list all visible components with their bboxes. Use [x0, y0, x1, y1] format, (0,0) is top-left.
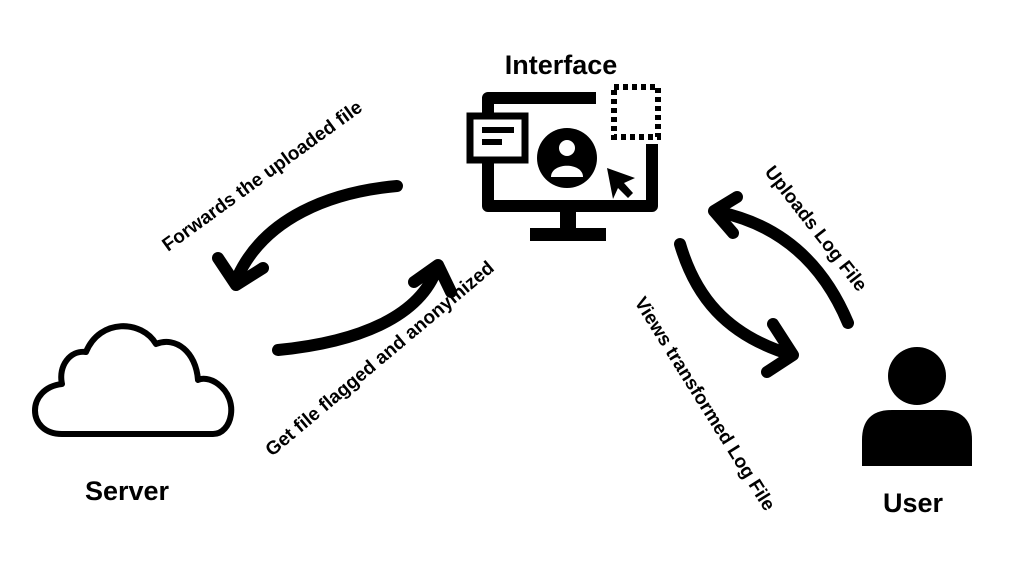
- arrowhead-uploads: [708, 191, 743, 239]
- arrow-forwards: [232, 180, 403, 282]
- edge-uploads: [708, 191, 854, 329]
- label-get-flagged: Get file flagged and anonymized: [262, 257, 499, 460]
- edge-forwards: [212, 180, 403, 291]
- edge-views: [674, 238, 799, 378]
- server-label: Server: [85, 476, 170, 506]
- edge-get-flagged: [272, 259, 457, 356]
- arrowhead-views: [761, 318, 799, 378]
- arrowhead-forwards: [212, 252, 269, 291]
- arrow-uploads: [713, 206, 854, 329]
- arrow-get-flagged: [272, 262, 443, 356]
- cloud-icon: [32, 323, 235, 437]
- user-label: User: [883, 488, 944, 518]
- monitor-user-icon: [466, 84, 661, 241]
- user-icon: [862, 347, 972, 466]
- arrow-views: [674, 238, 798, 361]
- interface-label: Interface: [505, 50, 618, 80]
- arrowhead-get-flagged: [408, 259, 457, 298]
- label-views: Views transformed Log File: [630, 294, 779, 515]
